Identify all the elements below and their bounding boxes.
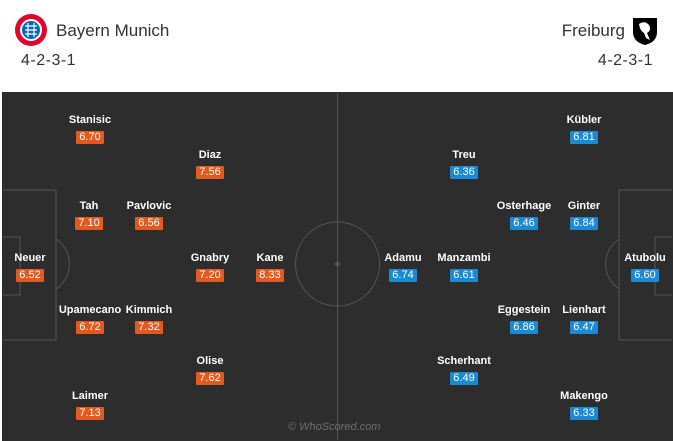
player-rating: 7.10 (75, 217, 103, 230)
player-rating: 6.33 (570, 407, 598, 420)
player-name: Scherhant (437, 355, 491, 367)
player-name: Manzambi (437, 252, 491, 264)
player-name: Laimer (71, 390, 109, 402)
away-formation: 4-2-3-1 (597, 52, 653, 69)
player-rating: 6.81 (570, 131, 598, 144)
player-name: Adamu (384, 252, 422, 264)
player-name: Atubolu (624, 252, 666, 264)
player-rating: 6.61 (450, 269, 478, 282)
player-name: Kimmich (125, 304, 173, 316)
player-rating: 6.84 (570, 217, 598, 230)
player-name: Neuer (14, 252, 46, 264)
player-name: Kane (256, 252, 284, 264)
player-name: Olise (196, 355, 224, 367)
home-player[interactable]: Laimer 7.13 (45, 390, 135, 421)
home-player[interactable]: Neuer 6.52 (3, 252, 75, 283)
player-name: Makengo (560, 390, 608, 402)
away-player[interactable]: Makengo 6.33 (539, 390, 629, 421)
player-rating: 7.32 (135, 321, 163, 334)
home-player[interactable]: Gnabry 7.20 (165, 252, 255, 283)
player-name: Diaz (198, 149, 222, 161)
away-player[interactable]: Adamu 6.74 (358, 252, 448, 283)
player-rating: 6.49 (450, 372, 478, 385)
away-player[interactable]: Treu 6.36 (419, 149, 509, 180)
away-player[interactable]: Kübler 6.81 (539, 114, 629, 145)
home-player[interactable]: Kimmich 7.32 (104, 304, 194, 335)
player-rating: 6.47 (570, 321, 598, 334)
player-rating: 6.36 (450, 166, 478, 179)
match-header: Bayern Munich 4-2-3-1 Freiburg 4-2-3-1 (0, 0, 673, 92)
player-rating: 6.56 (135, 217, 163, 230)
pitch-markings (3, 93, 672, 440)
player-name: Kübler (566, 114, 602, 126)
player-name: Eggestein (497, 304, 551, 316)
player-rating: 7.13 (76, 407, 104, 420)
player-rating: 6.72 (76, 321, 104, 334)
player-name: Ginter (567, 200, 601, 212)
player-name: Treu (452, 149, 476, 161)
home-player[interactable]: Tah 7.10 (44, 200, 134, 231)
home-player[interactable]: Olise 7.62 (165, 355, 255, 386)
player-rating: 7.56 (196, 166, 224, 179)
home-team-name: Bayern Munich (56, 21, 170, 40)
player-rating: 6.74 (389, 269, 417, 282)
player-rating: 6.60 (631, 269, 659, 282)
home-player[interactable]: Stanisic 6.70 (45, 114, 135, 145)
player-rating: 6.46 (510, 217, 538, 230)
home-formation: 4-2-3-1 (21, 52, 77, 69)
player-name: Osterhage (496, 200, 552, 212)
pitch: Neuer 6.52 Stanisic 6.70 Tah 7.10 Upamec… (2, 92, 673, 441)
home-player[interactable]: Upamecano 6.72 (45, 304, 135, 335)
player-name: Upamecano (58, 304, 122, 316)
player-name: Stanisic (68, 114, 112, 126)
player-rating: 7.62 (196, 372, 224, 385)
player-rating: 6.70 (76, 131, 104, 144)
player-rating: 6.52 (16, 269, 44, 282)
away-player[interactable]: Osterhage 6.46 (479, 200, 569, 231)
away-player[interactable]: Manzambi 6.61 (419, 252, 509, 283)
home-player[interactable]: Pavlovic 6.56 (104, 200, 194, 231)
away-player[interactable]: Atubolu 6.60 (600, 252, 672, 283)
freiburg-crest-icon (633, 18, 657, 45)
player-name: Tah (79, 200, 99, 212)
away-player[interactable]: Lienhart 6.47 (539, 304, 629, 335)
player-name: Lienhart (562, 304, 606, 316)
player-rating: 8.33 (256, 269, 284, 282)
player-rating: 6.86 (510, 321, 538, 334)
bayern-munich-crest-icon (15, 14, 47, 46)
player-name: Gnabry (190, 252, 230, 264)
player-name: Pavlovic (126, 200, 172, 212)
away-team-name: Freiburg (561, 21, 625, 40)
home-player[interactable]: Kane 8.33 (225, 252, 315, 283)
away-player[interactable]: Eggestein 6.86 (479, 304, 569, 335)
away-player[interactable]: Scherhant 6.49 (419, 355, 509, 386)
watermark: © WhoScored.com (288, 421, 381, 433)
home-player[interactable]: Diaz 7.56 (165, 149, 255, 180)
away-player[interactable]: Ginter 6.84 (539, 200, 629, 231)
player-rating: 7.20 (196, 269, 224, 282)
